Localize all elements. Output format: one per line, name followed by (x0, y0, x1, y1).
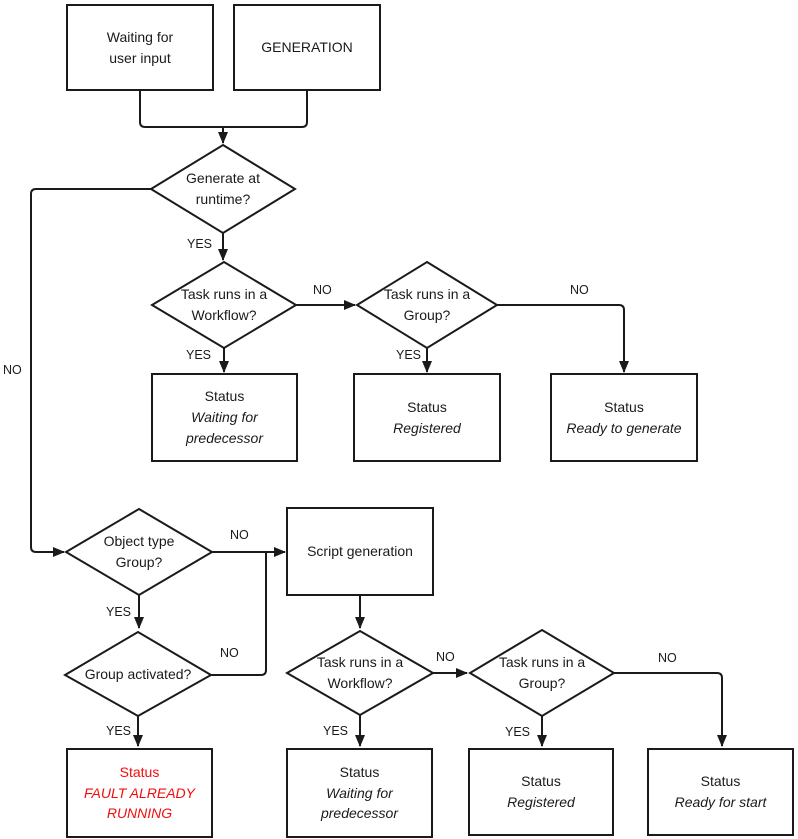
box-status-waiting-predecessor-bottom (286, 748, 433, 838)
box-status-ready-for-start (647, 748, 794, 836)
box-status-fault-already-running (66, 748, 213, 838)
edge-waiting-to-merge (139, 90, 223, 128)
decision-object-type-group (64, 507, 214, 597)
edge-generate-no (30, 188, 151, 557)
box-status-ready-to-generate (550, 373, 698, 462)
box-waiting-user-input (66, 4, 214, 91)
decision-task-runs-in-workflow-bottom (284, 629, 436, 717)
decision-generate-at-runtime (149, 143, 297, 235)
box-status-registered-top (353, 373, 501, 462)
box-script-generation (286, 507, 434, 596)
box-status-registered-bottom (468, 748, 614, 836)
decision-task-runs-in-workflow-top (150, 260, 298, 350)
edge-group-activated-no (211, 553, 267, 676)
box-generation (233, 4, 381, 91)
edge-group-bottom-no (614, 672, 727, 747)
decision-group-activated (62, 630, 214, 718)
edge-group-top-no (497, 304, 629, 373)
decision-task-runs-in-group-bottom (468, 628, 616, 718)
decision-task-runs-in-group-top (355, 260, 499, 350)
box-status-waiting-predecessor-top (151, 373, 298, 462)
edge-generation-to-merge (223, 90, 308, 128)
